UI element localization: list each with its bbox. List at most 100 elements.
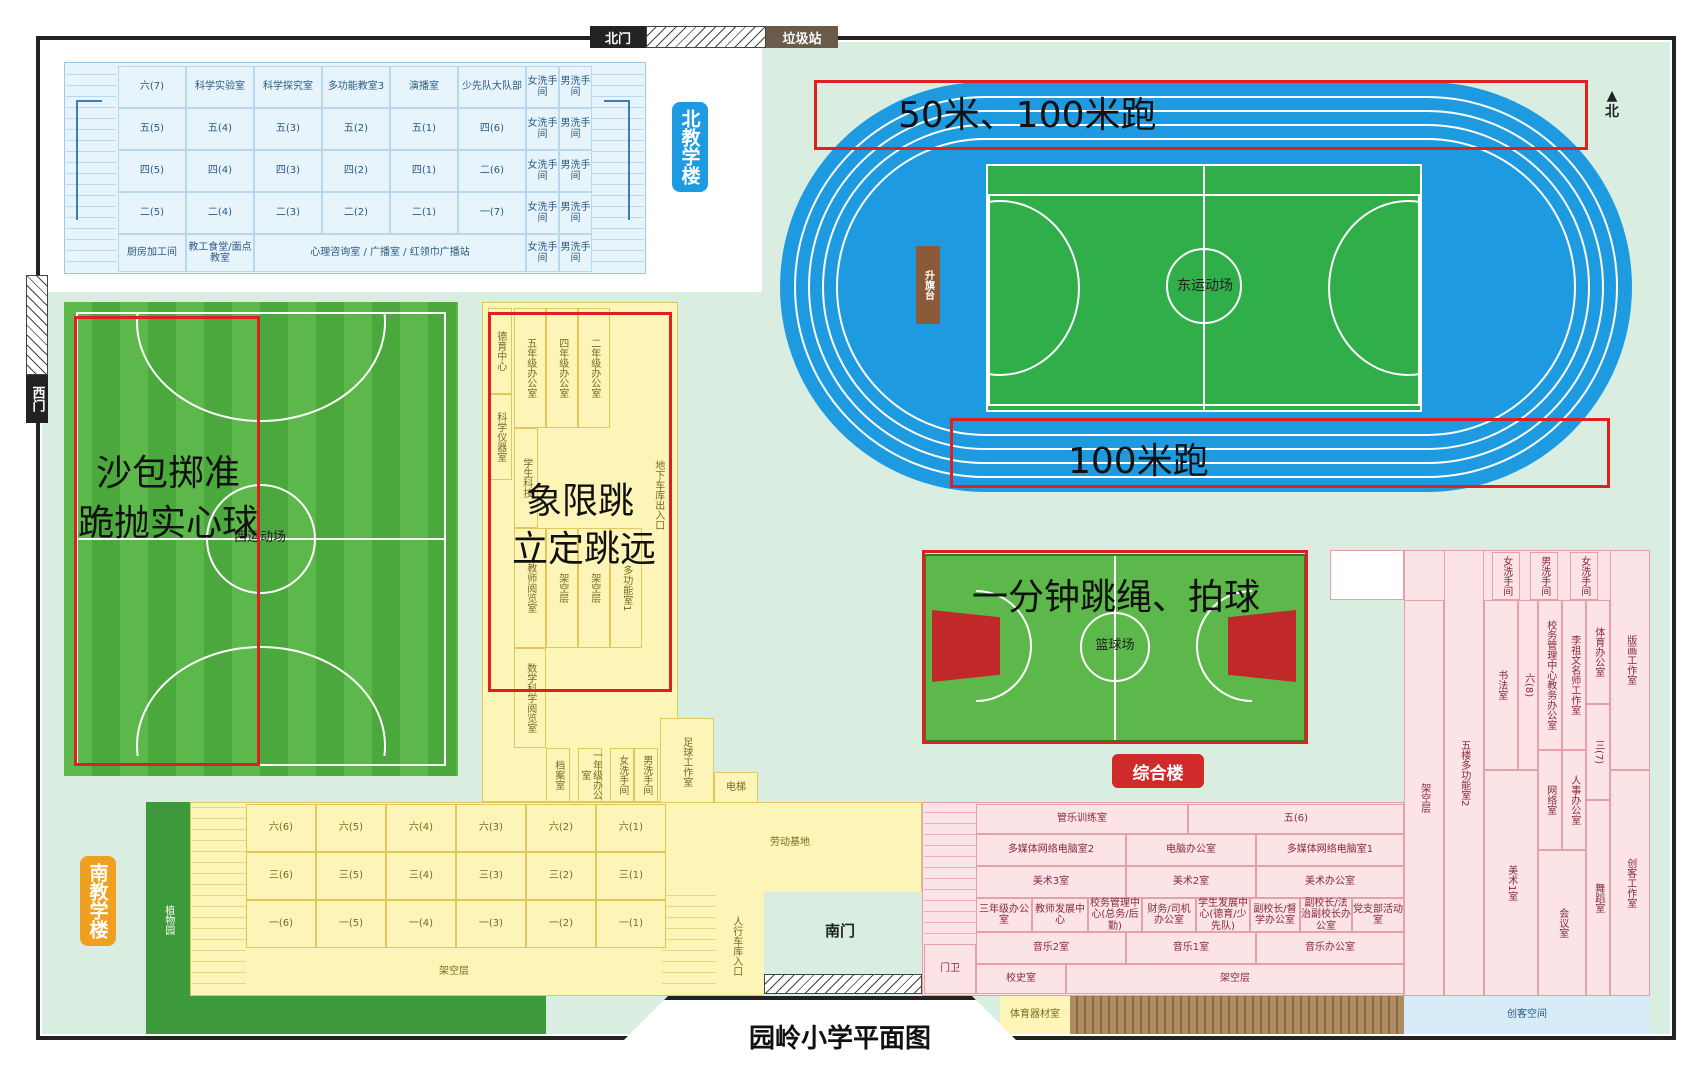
middle-room: 女洗手间 xyxy=(610,748,634,802)
creative-space xyxy=(1404,996,1650,1034)
planting-strip xyxy=(146,996,546,1034)
north-room: 科学探究室 xyxy=(254,66,322,108)
complex-room: 美术办公室 xyxy=(1256,866,1404,898)
south-room: 一(6) xyxy=(246,900,316,948)
football-office xyxy=(660,718,714,804)
north-room: 四(1) xyxy=(390,150,458,192)
north-room: 少先队大队部 xyxy=(458,66,526,108)
north-room: 男洗手间 xyxy=(559,66,592,108)
complex-room: 音乐1室 xyxy=(1126,932,1256,964)
west-gate[interactable] xyxy=(26,275,48,375)
north-room: 科学实验室 xyxy=(186,66,254,108)
south-room: 一(3) xyxy=(456,900,526,948)
north-room: 二(4) xyxy=(186,192,254,234)
middle-room: 多功能室1 xyxy=(610,528,642,648)
complex-room: 书法室 xyxy=(1484,600,1518,770)
south-room: 六(1) xyxy=(596,804,666,852)
complex-room: 三(7) xyxy=(1586,704,1610,800)
complex-room: 多媒体网络电脑室2 xyxy=(976,834,1126,866)
track-lane-3 xyxy=(822,124,1590,450)
complex-room: 体育办公室 xyxy=(1586,600,1610,704)
north-room: 五(4) xyxy=(186,108,254,150)
elevator-label: 电梯 xyxy=(726,782,746,794)
north-gate-label: 北门 xyxy=(590,26,646,48)
north-room: 二(3) xyxy=(254,192,322,234)
run-50-100-label: 50米、100米跑 xyxy=(898,95,1157,136)
north-room: 四(3) xyxy=(254,150,322,192)
basketball-label: 篮球场 xyxy=(1095,637,1135,653)
north-room: 一(7) xyxy=(458,192,526,234)
north-room: 四(4) xyxy=(186,150,254,192)
rope-ball-box xyxy=(922,550,1308,744)
planting-garden xyxy=(146,802,190,1034)
complex-room: 校务管理中心教务办公室 xyxy=(1538,600,1562,750)
north-gate[interactable] xyxy=(646,26,766,48)
complex-room: 美术2室 xyxy=(1126,866,1256,898)
north-room: 六(7) xyxy=(118,66,186,108)
east-pitch-circle xyxy=(1166,248,1242,324)
north-room: 五(1) xyxy=(390,108,458,150)
middle-room: 二年级办公室 xyxy=(578,308,610,428)
middle-room: 架空层 xyxy=(546,528,578,648)
south-room: 三(6) xyxy=(246,852,316,900)
south-room: 六(3) xyxy=(456,804,526,852)
complex-room: 会议室 xyxy=(1538,850,1586,996)
south-room: 六(6) xyxy=(246,804,316,852)
complex-room: 副校长/督学办公室 xyxy=(1250,898,1300,932)
north-stair-right xyxy=(592,64,644,272)
north-room: 二(1) xyxy=(390,192,458,234)
sandbag-box xyxy=(74,316,260,766)
south-gate[interactable] xyxy=(764,974,922,994)
pedestrian-garage: 人行车库入口 xyxy=(730,916,742,976)
middle-room: 数学科学阅览室 xyxy=(514,648,546,748)
south-room: 一(4) xyxy=(386,900,456,948)
south-stair-left xyxy=(192,804,246,994)
complex-room: 音乐2室 xyxy=(976,932,1126,964)
basketball-center-circle xyxy=(1080,612,1150,682)
stair-arrow-right xyxy=(604,100,630,220)
run-100-box xyxy=(950,418,1610,488)
complex-room: 架空层 xyxy=(1404,600,1444,996)
south-room: 三(2) xyxy=(526,852,596,900)
middle-room: 一年级办公室 xyxy=(578,748,602,802)
complex-room: 三年级办公室 xyxy=(976,898,1032,932)
complex-room: 党支部活动室 xyxy=(1352,898,1404,932)
wood-deck xyxy=(1070,996,1404,1034)
complex-room: 美术1室 xyxy=(1484,770,1538,996)
south-room: 六(5) xyxy=(316,804,386,852)
south-room: 六(2) xyxy=(526,804,596,852)
middle-room: 四年级办公室 xyxy=(546,308,578,428)
south-room: 一(5) xyxy=(316,900,386,948)
stair-arrow-left xyxy=(76,100,102,220)
north-room: 五(2) xyxy=(322,108,390,150)
complex-room: 男洗手间 xyxy=(1530,552,1558,600)
north-room: 四(2) xyxy=(322,150,390,192)
flag-platform: 升旗台 xyxy=(916,246,940,324)
complex-room: 学生发展中心(德育/少先队) xyxy=(1196,897,1250,932)
labor-base: 劳动基地 xyxy=(770,837,810,849)
complex-room: 教师发展中心 xyxy=(1032,898,1088,932)
south-building-label: 南教学楼 xyxy=(80,856,116,946)
north-room: 四(5) xyxy=(118,150,186,192)
complex-room: 架空层 xyxy=(1066,964,1404,994)
complex-room: 女洗手间 xyxy=(1492,552,1520,600)
middle-room: 男洗手间 xyxy=(634,748,658,802)
north-room: 女洗手间 xyxy=(526,150,559,192)
complex-room: 副校长/法治副校长办公室 xyxy=(1300,897,1352,932)
south-room: 三(5) xyxy=(316,852,386,900)
complex-room: 五楼多功能室2 xyxy=(1444,550,1484,996)
garage-exit: 地下车库出入口 xyxy=(652,460,664,530)
complex-room: 音乐办公室 xyxy=(1256,932,1404,964)
north-bottom-room: 男洗手间 xyxy=(559,234,592,272)
middle-room: 档案室 xyxy=(546,748,570,802)
north-bottom-room: 女洗手间 xyxy=(526,234,559,272)
north-building-label: 北教学楼 xyxy=(672,102,708,192)
pe-storage-label: 体育器材室 xyxy=(1010,1009,1060,1021)
complex-room: 管乐训练室 xyxy=(976,804,1188,834)
south-room: 一(2) xyxy=(526,900,596,948)
north-room: 二(2) xyxy=(322,192,390,234)
north-room: 多功能教室3 xyxy=(322,66,390,108)
rope-ball-label: 一分钟跳绳、拍球 xyxy=(972,577,1261,618)
jump-box xyxy=(488,312,672,692)
south-stair-right xyxy=(662,892,716,994)
